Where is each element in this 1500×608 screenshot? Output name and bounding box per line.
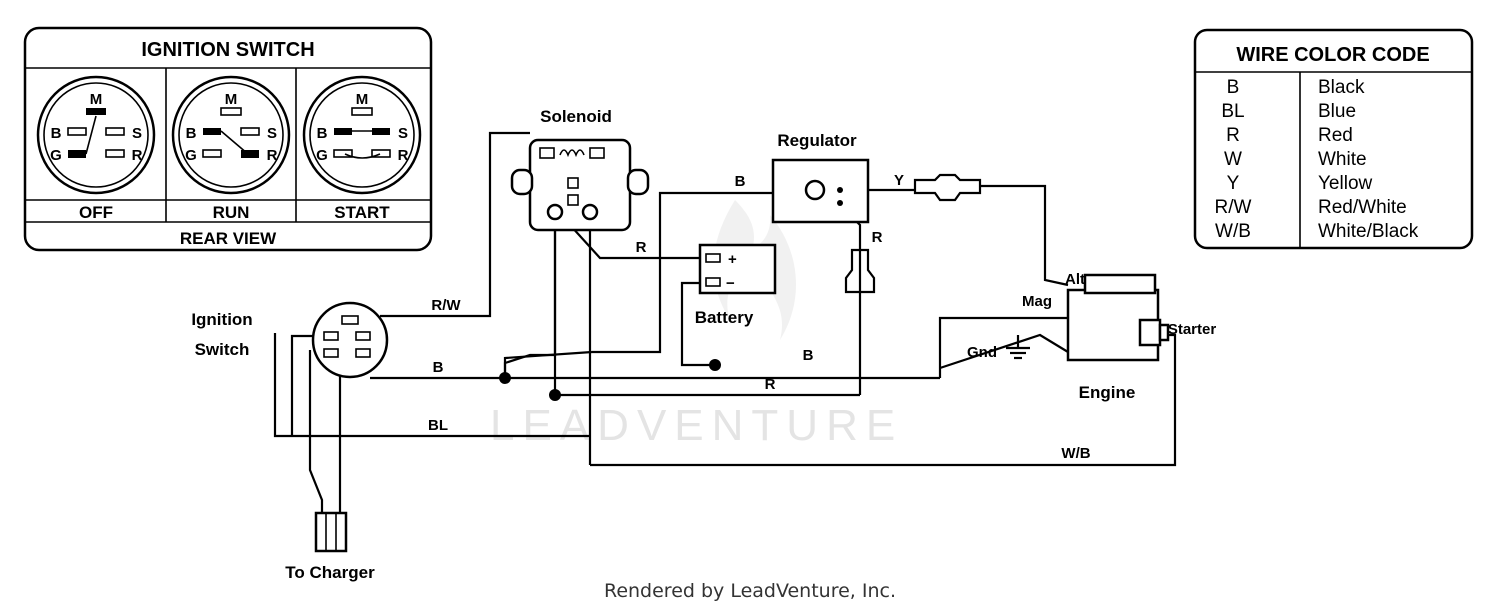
switch-diagram-start: M B G S R [302,75,422,195]
ignition-switch-label: Switch [195,340,250,359]
engine-label: Engine [1079,383,1136,402]
legend-code: R [1226,125,1240,146]
svg-text:M: M [90,91,103,108]
to-charger-label: To Charger [285,563,375,582]
svg-text:S: S [267,125,277,142]
svg-text:S: S [132,125,142,142]
wire-label-b: B [735,173,746,190]
legend-title: WIRE COLOR CODE [1236,44,1429,66]
legend-color: Red/White [1318,197,1407,218]
switch-diagram-run: M B G S R [171,75,291,195]
svg-text:M: M [225,91,238,108]
svg-text:B: B [51,125,62,142]
wire-label-r: R [636,239,647,256]
wire-label-b: B [803,347,814,364]
ignition-switch: Ignition Switch [191,301,389,379]
legend-code: R/W [1215,197,1252,218]
wire-label-r: R [872,229,883,246]
svg-text:R: R [398,147,409,164]
battery: + − Battery [695,243,777,327]
wire-labels: R/W B BL R B Y R B R W/B [428,172,1091,462]
wire-label-bl: BL [428,417,448,434]
legend-code: W [1224,149,1242,170]
legend-code: Y [1227,173,1240,194]
gnd-label: Gnd [967,344,997,361]
wire-label-b: B [433,359,444,376]
legend-color: Black [1318,77,1365,98]
switch-diagram-off: M B G S R [36,75,156,195]
legend-color: Red [1318,125,1353,146]
legend-color: White/Black [1318,221,1419,242]
svg-text:R: R [267,147,278,164]
ground-icon: Gnd [967,335,1030,361]
starter-label: Starter [1168,321,1217,338]
rear-view-label: REAR VIEW [180,229,277,248]
solenoid-label: Solenoid [540,107,612,126]
svg-text:G: G [50,147,62,164]
battery-label: Battery [695,308,754,327]
legend-color: Blue [1318,101,1356,122]
wire-label-r: R [765,376,776,393]
svg-text:B: B [186,125,197,142]
wire-color-legend: WIRE COLOR CODE B Black BL Blue R Red W … [1193,28,1474,250]
ignition-switch-panel: IGNITION SWITCH OFF RUN START REAR VIEW … [23,26,433,252]
r-wire-connector [844,248,876,294]
legend-code: BL [1221,101,1244,122]
svg-text:M: M [356,91,369,108]
wire-label-wb: W/B [1061,445,1090,462]
charger-plug: To Charger [285,511,375,582]
battery-plus-label: + [728,251,737,268]
wire-label-y: Y [894,172,904,189]
position-off-label: OFF [79,203,113,222]
watermark: LEADVENTURE [490,401,903,450]
alt-label: Alt [1065,271,1085,288]
mag-label: Mag [1022,293,1052,310]
watermark-flame-icon [713,200,797,340]
regulator: Regulator [771,131,870,224]
ignition-panel-title: IGNITION SWITCH [141,39,314,61]
y-wire-connector [913,173,982,202]
wire-label-rw: R/W [431,297,461,314]
svg-text:B: B [317,125,328,142]
position-start-label: START [334,203,390,222]
engine: Alt Mag Starter Engine [1022,271,1216,402]
legend-color: Yellow [1318,173,1373,194]
svg-text:G: G [316,147,328,164]
legend-code: B [1227,77,1240,98]
svg-text:G: G [185,147,197,164]
svg-text:R: R [132,147,143,164]
svg-text:S: S [398,125,408,142]
solenoid: Solenoid [510,107,650,232]
footer-credit: Rendered by LeadVenture, Inc. [604,580,896,602]
battery-minus-label: − [726,275,735,292]
position-run-label: RUN [213,203,250,222]
legend-color: White [1318,149,1367,170]
legend-code: W/B [1215,221,1251,242]
ignition-switch-label: Ignition [191,310,252,329]
regulator-label: Regulator [777,131,857,150]
